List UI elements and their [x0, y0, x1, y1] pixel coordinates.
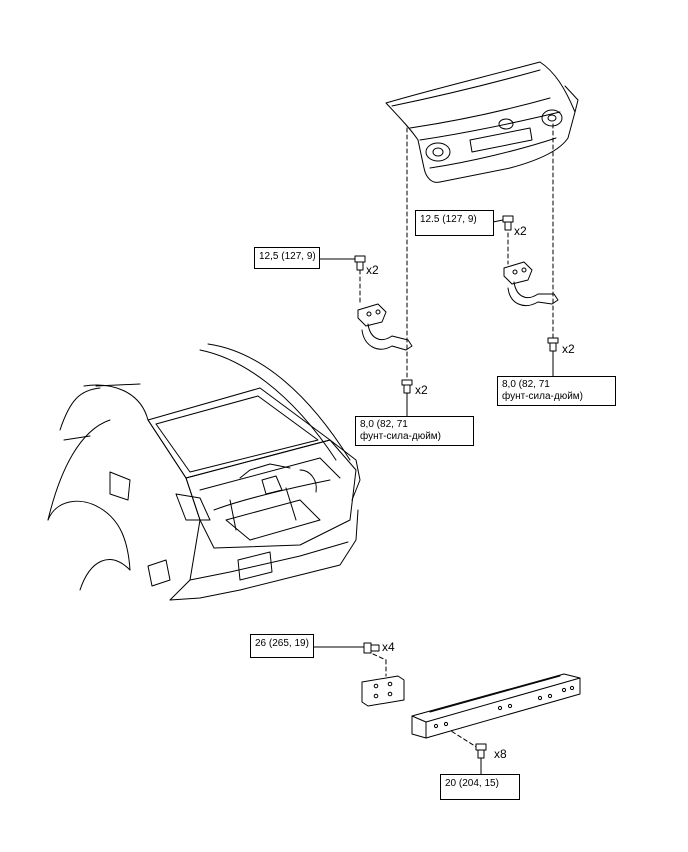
- bumper-bracket: [361, 675, 405, 707]
- bumper-reinforcement: [411, 673, 581, 739]
- bracket-bolt: [313, 642, 380, 654]
- quantity-label: x2: [415, 383, 428, 397]
- torque-callout-hinge-right: 12.5 (127, 9): [415, 210, 494, 236]
- hinge-bolt-left: [319, 255, 366, 271]
- torque-callout-bracket: 26 (265, 19): [250, 634, 314, 658]
- torque-text-line2: фунт-сила-дюйм): [360, 431, 441, 442]
- trunk-hinge-right: [503, 261, 559, 306]
- quantity-label: x2: [366, 263, 379, 277]
- torque-text: 26 (265, 19): [255, 638, 309, 649]
- quantity-label: x2: [514, 224, 527, 238]
- torque-text-line2: фунт-сила-дюйм): [502, 391, 583, 402]
- torque-callout-reinforcement: 20 (204, 15): [440, 774, 520, 800]
- torque-text-line1: 8,0 (82, 71: [360, 419, 408, 430]
- torque-text: 20 (204, 15): [445, 778, 499, 789]
- torque-text: 12,5 (127, 9): [259, 251, 316, 262]
- trunk-lid: [385, 61, 579, 183]
- torque-text-line1: 8,0 (82, 71: [502, 379, 550, 390]
- hinge-bolt-right: [492, 215, 514, 231]
- torque-text: 12.5 (127, 9): [420, 214, 477, 225]
- lid-leader-lines: [359, 123, 554, 749]
- quantity-label: x4: [382, 640, 395, 654]
- reinforcement-bolt: [475, 743, 487, 775]
- lid-bolt-left: [401, 379, 413, 417]
- quantity-label: x2: [562, 342, 575, 356]
- trunk-hinge-left: [357, 303, 413, 351]
- torque-callout-lid-left: 8,0 (82, 71 фунт-сила-дюйм): [355, 416, 474, 446]
- torque-callout-hinge-left: 12,5 (127, 9): [254, 247, 320, 269]
- lid-bolt-right: [547, 337, 559, 377]
- torque-callout-lid-right: 8,0 (82, 71 фунт-сила-дюйм): [497, 376, 616, 406]
- vehicle-rear-body: [47, 343, 361, 601]
- quantity-label: x8: [494, 747, 507, 761]
